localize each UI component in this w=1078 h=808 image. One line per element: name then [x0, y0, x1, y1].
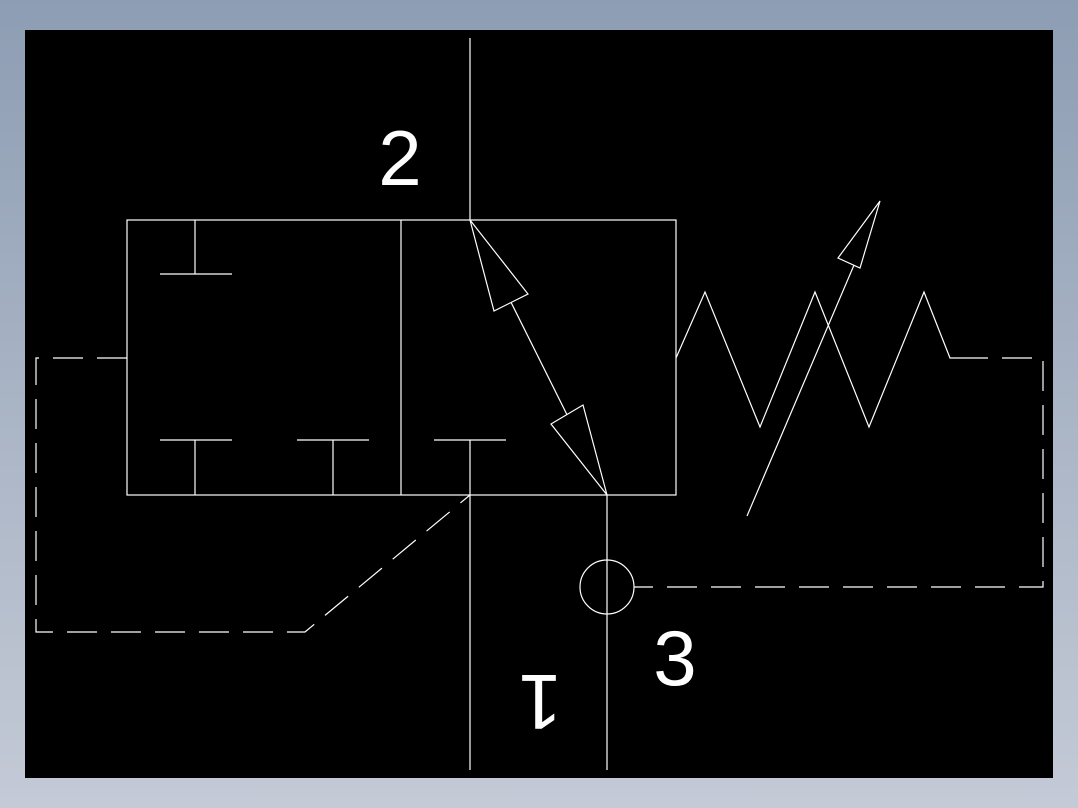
- flow-arrow: [469, 219, 608, 496]
- pilot-line-left: [35, 357, 471, 633]
- pilot-line-right: [634, 357, 1044, 588]
- port-3-label: 3: [653, 614, 696, 702]
- valve-schematic: 2 1 3: [35, 38, 1044, 770]
- blocked-port-bottom-right: [434, 439, 506, 495]
- spring-symbol: [675, 290, 958, 429]
- port-2-label: 2: [378, 114, 421, 202]
- adjustable-arrow: [746, 200, 881, 517]
- blocked-port-top-left: [160, 220, 232, 275]
- port-1-label: 1: [518, 658, 561, 746]
- drawing-canvas[interactable]: 2 1 3: [25, 30, 1053, 778]
- blocked-port-bottom-left-2: [297, 439, 369, 495]
- blocked-port-bottom-left-1: [160, 439, 232, 495]
